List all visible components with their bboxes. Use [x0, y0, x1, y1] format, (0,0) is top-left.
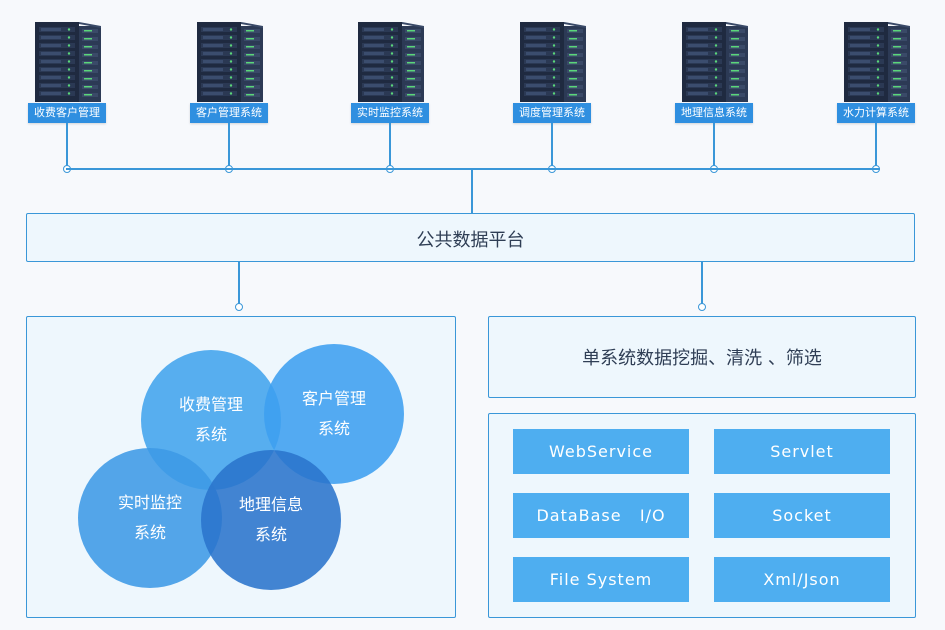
- server-bus-line: [66, 168, 880, 170]
- tech-file-system: File System: [513, 557, 689, 602]
- server-trunk-line: [471, 169, 473, 214]
- server-label: 水力计算系统: [837, 103, 915, 123]
- server-icon: [191, 18, 267, 104]
- right-connector-dot: [698, 303, 706, 311]
- tech-servlet: Servlet: [714, 429, 890, 474]
- server-drop-line: [551, 123, 553, 169]
- right-connector-line: [701, 262, 703, 306]
- server-drop-line: [875, 123, 877, 169]
- server-icon: [29, 18, 105, 104]
- tech-xml-json: Xml/Json: [714, 557, 890, 602]
- server-drop-line: [389, 123, 391, 169]
- tech-database-io: DataBase I/O: [513, 493, 689, 538]
- server-label: 实时监控系统: [351, 103, 429, 123]
- left-connector-dot: [235, 303, 243, 311]
- left-connector-line: [238, 262, 240, 306]
- data-mining-label: 单系统数据挖掘、清洗 、筛选: [582, 348, 822, 369]
- data-mining-panel: 单系统数据挖掘、清洗 、筛选: [488, 316, 916, 398]
- venn-circle-gis: 地理信息 系统: [201, 450, 341, 590]
- venn-customer-line2: 系统: [317, 419, 350, 438]
- venn-billing-line2: 系统: [194, 425, 227, 444]
- tech-webservice: WebService: [513, 429, 689, 474]
- venn-monitoring-line1: 实时监控: [117, 493, 182, 512]
- server-icon: [676, 18, 752, 104]
- server-label: 客户管理系统: [190, 103, 268, 123]
- venn-monitoring-line2: 系统: [133, 523, 166, 542]
- server-drop-line: [228, 123, 230, 169]
- venn-circle-monitoring: 实时监控 系统: [78, 448, 222, 588]
- public-data-platform: 公共数据平台: [26, 213, 915, 262]
- tech-socket: Socket: [714, 493, 890, 538]
- venn-customer-line1: 客户管理: [301, 389, 366, 408]
- server-label: 地理信息系统: [675, 103, 753, 123]
- public-data-platform-label: 公共数据平台: [416, 230, 525, 251]
- server-icon: [352, 18, 428, 104]
- server-icon: [838, 18, 914, 104]
- server-label: 调度管理系统: [513, 103, 591, 123]
- venn-gis-line1: 地理信息: [238, 495, 303, 514]
- server-icon: [514, 18, 590, 104]
- venn-billing-line1: 收费管理: [178, 395, 243, 414]
- server-label: 收费客户管理: [28, 103, 106, 123]
- server-drop-line: [66, 123, 68, 169]
- venn-gis-line2: 系统: [254, 525, 287, 544]
- server-drop-line: [713, 123, 715, 169]
